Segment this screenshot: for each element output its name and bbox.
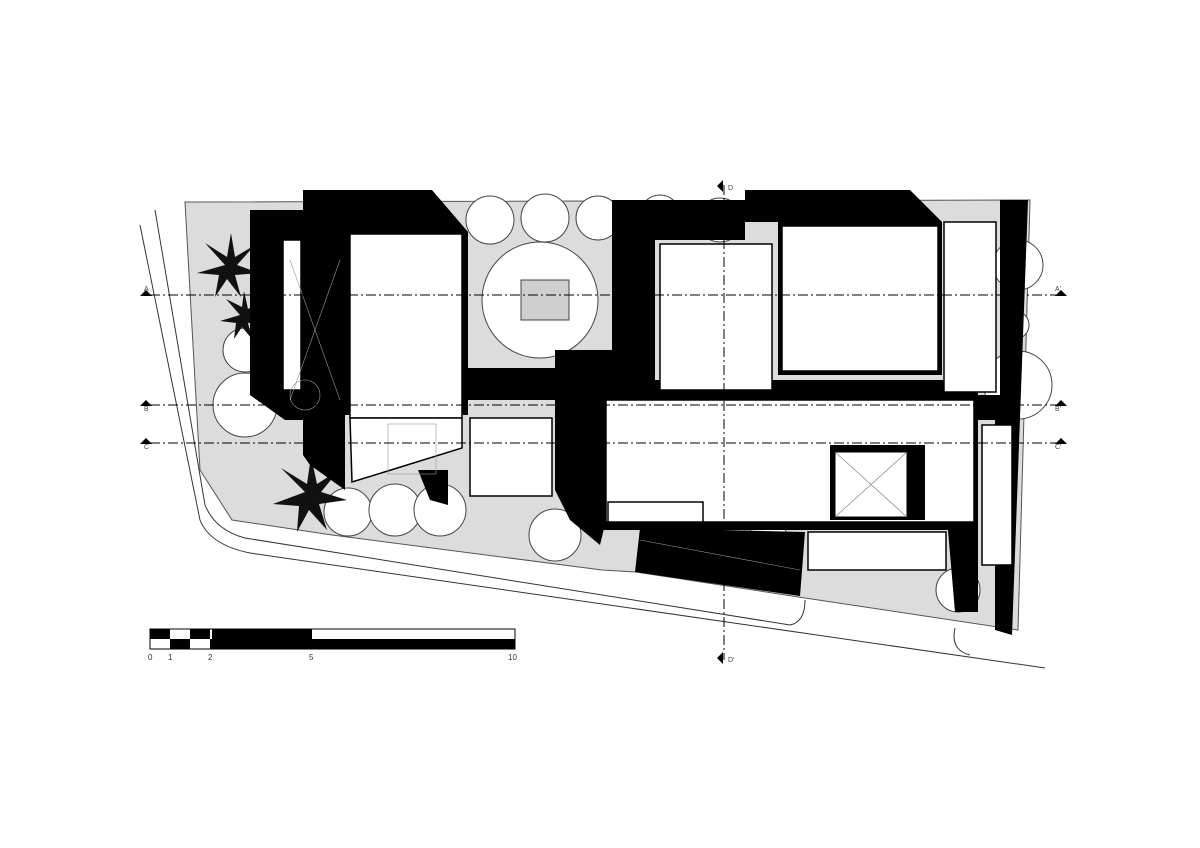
scale-label: 5 <box>309 653 314 662</box>
room-corridor-south <box>607 501 704 523</box>
section-label-c: C <box>144 444 149 451</box>
scale-label: 2 <box>208 653 213 662</box>
scale-bar <box>149 628 516 650</box>
room-south-strip <box>807 531 947 571</box>
scale-label: 0 <box>148 653 153 662</box>
section-label-d: D <box>728 185 733 192</box>
section-arrows <box>140 180 1067 664</box>
room-north-east <box>781 225 939 372</box>
section-label-d-prime: D' <box>728 657 734 664</box>
courtyard-planter <box>520 279 570 321</box>
room-north-central <box>659 243 773 391</box>
room-east-narrow <box>943 221 997 393</box>
room-east-service <box>981 424 1013 566</box>
palm-icon <box>197 233 259 297</box>
lightwell <box>830 445 925 520</box>
palm-icon <box>220 291 266 339</box>
section-label-b: B <box>144 406 149 413</box>
room-west-lower <box>349 417 463 484</box>
street-curb-line <box>154 209 806 626</box>
room-west-living <box>349 233 463 419</box>
corridor-west <box>282 239 302 391</box>
palm-icon <box>273 456 347 532</box>
room-courtyard-link <box>469 417 553 497</box>
section-label-c-prime: C' <box>1055 444 1061 451</box>
street-edge-line <box>139 224 1046 669</box>
section-label-a: A <box>144 286 149 293</box>
scale-label: 1 <box>168 653 173 662</box>
thin-lines <box>289 259 801 571</box>
section-label-b-prime: B' <box>1055 406 1061 413</box>
driveway-curb <box>953 627 971 656</box>
scale-label: 10 <box>508 653 517 662</box>
section-label-a-prime: A' <box>1055 286 1061 293</box>
